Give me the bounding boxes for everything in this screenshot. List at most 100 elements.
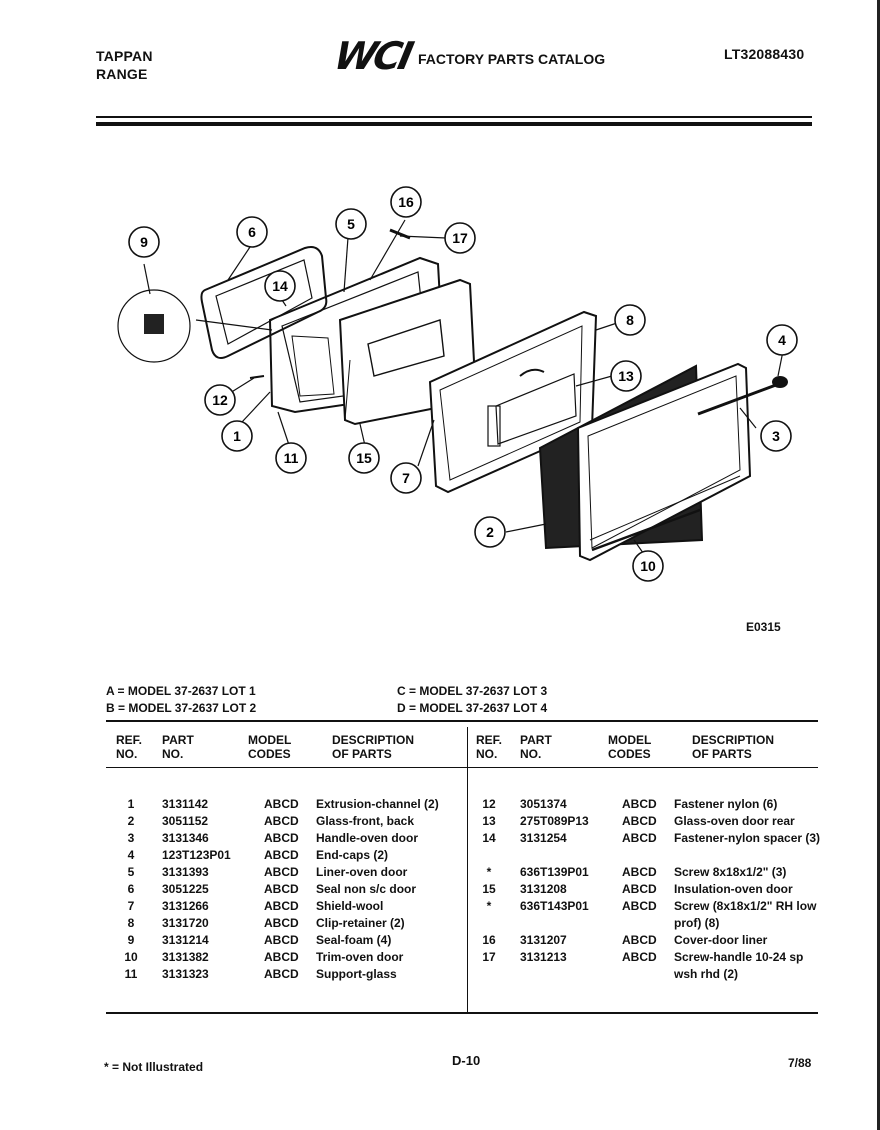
cell-ref: 12: [482, 797, 496, 811]
brand-line-1: TAPPAN: [96, 48, 153, 64]
cell-codes: ABCD: [622, 831, 657, 845]
cell-desc: Fastener nylon (6): [674, 797, 778, 811]
cell-codes: ABCD: [622, 814, 657, 828]
cell-ref: 17: [482, 950, 496, 964]
cell-part: 636T139P01: [520, 865, 589, 879]
page-number: D-10: [452, 1053, 481, 1068]
cell-ref: 13: [482, 814, 496, 828]
svg-text:13: 13: [618, 368, 634, 384]
cell-ref: 1: [127, 797, 135, 811]
trim-door: [576, 362, 752, 562]
callout-6: 6: [236, 216, 268, 248]
cell-desc: Seal non s/c door: [316, 882, 417, 896]
cell-part: 3131720: [162, 916, 209, 930]
brand-line-2: RANGE: [96, 66, 148, 82]
seal-foam-detail-circle: [117, 289, 191, 363]
cell-desc: Seal-foam (4): [316, 933, 392, 947]
page-edge: [877, 0, 880, 1130]
header-rule-thin: [96, 116, 812, 118]
svg-text:3: 3: [772, 428, 780, 444]
cell-part: 3131266: [162, 899, 209, 913]
svg-text:17: 17: [452, 230, 468, 246]
cell-codes: ABCD: [264, 865, 299, 879]
callout-13: 13: [610, 360, 642, 392]
cell-desc: Support-glass: [316, 967, 397, 981]
model-d: D = MODEL 37-2637 LOT 4: [397, 701, 548, 715]
callout-2: 2: [474, 516, 506, 548]
cell-ref: *: [486, 865, 492, 879]
cell-desc: Clip-retainer (2): [316, 916, 405, 930]
cell-ref: 5: [127, 865, 135, 879]
cell-desc: Handle-oven door: [316, 831, 419, 845]
seal-frame: [200, 246, 328, 359]
cell-ref: 4: [127, 848, 135, 862]
cell-ref: 10: [124, 950, 138, 964]
cell-part: 3131207: [520, 933, 567, 947]
cell-codes: ABCD: [264, 916, 299, 930]
model-c: C = MODEL 37-2637 LOT 3: [397, 684, 548, 698]
revision-date: 7/88: [788, 1056, 812, 1070]
callout-5: 5: [335, 208, 367, 240]
cell-part: 3131382: [162, 950, 209, 964]
table-column-divider: [467, 727, 468, 1014]
cell-ref: 6: [127, 882, 135, 896]
callout-4: 4: [766, 324, 798, 356]
cell-codes: ABCD: [264, 967, 299, 981]
cell-part: 3131142: [162, 797, 209, 811]
cell-codes: ABCD: [622, 899, 657, 913]
svg-text:12: 12: [212, 392, 228, 408]
cell-codes: ABCD: [264, 814, 299, 828]
cell-desc: Screw (8x18x1/2" RH low prof) (8): [674, 899, 817, 930]
catalog-number: LT32088430: [724, 46, 805, 62]
cell-ref: 14: [482, 831, 496, 845]
cell-codes: ABCD: [622, 882, 657, 896]
figure-code: E0315: [746, 620, 781, 634]
cell-ref: 8: [127, 916, 135, 930]
cell-codes: ABCD: [264, 848, 299, 862]
callout-9: 9: [128, 226, 160, 258]
callout-15: 15: [348, 442, 380, 474]
cell-part: 3051225: [162, 882, 209, 896]
exploded-parts-diagram: 9 6 5 16 17 14 8 4 13 12 1 3 11 15 7 2 1…: [117, 186, 798, 582]
cell-part: 3131254: [520, 831, 567, 845]
callout-8: 8: [614, 304, 646, 336]
header-ref-left: REF.NO.: [116, 733, 143, 761]
cell-codes: ABCD: [622, 865, 657, 879]
model-b: B = MODEL 37-2637 LOT 2: [106, 701, 257, 715]
cell-desc: Extrusion-channel (2): [316, 797, 439, 811]
svg-text:7: 7: [402, 470, 410, 486]
svg-text:14: 14: [272, 278, 288, 294]
cell-desc: Glass-front, back: [316, 814, 415, 828]
cell-codes: ABCD: [264, 797, 299, 811]
cell-desc: Glass-oven door rear: [674, 814, 795, 828]
cell-ref: 16: [482, 933, 496, 947]
cell-desc: Screw-handle 10-24 sp wsh rhd (2): [674, 950, 804, 981]
cell-ref: 2: [127, 814, 135, 828]
cell-ref: 3: [127, 831, 135, 845]
callout-12: 12: [204, 384, 236, 416]
cell-codes: ABCD: [264, 950, 299, 964]
callout-1: 1: [221, 420, 253, 452]
cell-part: 3131393: [162, 865, 209, 879]
cell-desc: Screw 8x18x1/2" (3): [674, 865, 787, 879]
cell-codes: ABCD: [264, 831, 299, 845]
seal-foam-square: [144, 314, 164, 334]
cell-desc: Shield-wool: [316, 899, 384, 913]
cell-desc: Cover-door liner: [674, 933, 768, 947]
wci-logo: WCI: [330, 34, 415, 78]
cell-part: 3131323: [162, 967, 209, 981]
cell-part: 3051374: [520, 797, 567, 811]
callout-3: 3: [760, 420, 792, 452]
cell-ref: 7: [127, 899, 135, 913]
table-bottom-rule: [106, 1012, 818, 1014]
cell-desc: End-caps (2): [316, 848, 389, 862]
cell-part: 275T089P13: [520, 814, 589, 828]
svg-text:4: 4: [778, 332, 786, 348]
cell-part: 3131213: [520, 950, 567, 964]
callout-10: 10: [632, 550, 664, 582]
svg-text:1: 1: [233, 428, 241, 444]
